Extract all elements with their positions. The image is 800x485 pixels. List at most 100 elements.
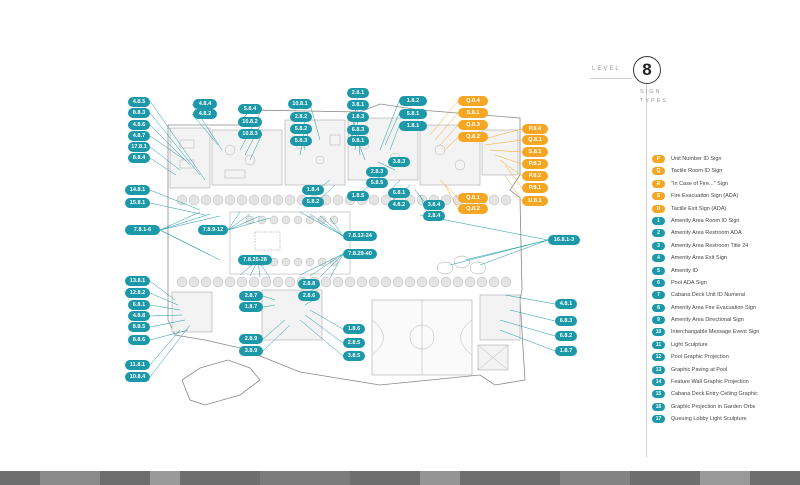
callout-label: 16.8.1-3: [548, 235, 580, 245]
callout-label: 10.8.4: [125, 372, 150, 382]
legend-item: 11 Light Sculpture: [652, 339, 792, 351]
legend-text: Fire Evacuation Sign (ADA): [671, 193, 739, 200]
legend-text: Unit Number ID Sign: [671, 156, 722, 162]
callout-label: 14.8.1: [125, 185, 150, 195]
legend-text: Amenity Area Restroom ADA: [671, 230, 742, 237]
legend-text: Light Sculpture: [671, 341, 708, 348]
callout-label: 5.8.2: [290, 124, 312, 134]
callout-label: 2.8.5: [343, 338, 365, 348]
legend-badge: 12: [652, 353, 665, 362]
legend-item: 4 Amenity Area Exit Sign: [652, 252, 792, 264]
sign-types-title: SIGN TYPES: [640, 89, 669, 104]
callout-label: 15.8.1: [125, 198, 150, 208]
callout-label: 6.8.2: [555, 331, 577, 341]
legend-text: Feature Wall Graphic Projection: [671, 379, 749, 386]
callout-label: 12.8.2: [125, 288, 150, 298]
footer-segment: [700, 471, 750, 485]
callout-label: 2.8.1: [347, 88, 369, 98]
callout-label: 3.8.9: [239, 346, 263, 356]
legend-text: Tactile Exit Sign (ADA): [671, 205, 727, 212]
callout-label: 8.8.6: [128, 335, 150, 345]
callout-label: P.8.2: [522, 171, 548, 181]
legend-item: 2 Amenity Area Restroom ADA: [652, 227, 792, 239]
legend-badge: U: [652, 204, 665, 213]
callout-label: 7.8.25-28: [238, 255, 272, 265]
legend-badge: 10: [652, 328, 665, 337]
legend-item: R"In Case of Fire..." Sign: [652, 178, 792, 190]
legend-badge: 14: [652, 378, 665, 387]
callout-label: 1.8.6: [343, 324, 365, 334]
upper-rooms: [169, 117, 519, 189]
callout-label: 5.8.5: [366, 178, 388, 188]
callout-label: Q.8.2: [458, 132, 488, 142]
header-rule: [590, 78, 632, 79]
legend-badge: Q: [652, 167, 665, 176]
callout-label: Q.8.1: [522, 135, 548, 145]
legend-badge: 17: [652, 415, 665, 424]
leader-lines-orange: [429, 100, 523, 210]
legend-item: 10 Interchangable Message Event Sign: [652, 326, 792, 338]
legend-badge: 2: [652, 229, 665, 238]
callout-label: 4.8.1: [555, 299, 577, 309]
callout-label: S.8.1: [458, 108, 488, 118]
legend-text: Amenity Area Directional Sign: [671, 317, 744, 324]
legend-divider: [646, 82, 647, 457]
callout-label: P.8.3: [522, 159, 548, 169]
callout-label: 7.8.13-24: [343, 231, 377, 241]
callout-label: 8.8.3: [128, 108, 150, 118]
legend-badge: 3: [652, 241, 665, 250]
level-number-badge: 8: [633, 56, 661, 84]
callout-label: 4.8.4: [193, 99, 217, 109]
callout-label: 8.8.5: [128, 322, 150, 332]
legend-text: Cabana Deck Unit ID Numeral: [671, 292, 745, 299]
legend-text: Interchangable Message Event Sign: [671, 329, 760, 336]
legend-text: Amenity Area Exit Sign: [671, 255, 727, 262]
callout-label: 7.8.1-6: [125, 225, 160, 235]
legend-badge: S: [652, 192, 665, 201]
legend-badge: 4: [652, 254, 665, 263]
legend-text: Amenity Area Fire Evacuation Sign: [671, 304, 756, 311]
callout-label: 1.8.1: [399, 121, 427, 131]
pool-lines: [371, 300, 509, 375]
callout-label: 4.8.8: [128, 311, 150, 321]
footer-segment: [260, 471, 350, 485]
callout-label: Q.8.3: [458, 120, 488, 130]
legend-text: Graphic Paving at Pool: [671, 366, 728, 373]
callout-label: 2.8.7: [239, 291, 263, 301]
callout-label: 6.8.3: [347, 125, 369, 135]
callout-label: 2.8.3: [366, 167, 388, 177]
callout-label: 7.8.29-40: [343, 249, 377, 259]
callout-label: 1.8.3: [347, 112, 369, 122]
legend-text: Pool ADA Sign: [671, 279, 707, 286]
callout-label: 3.8.3: [388, 157, 410, 167]
callout-label: 2.8.4: [423, 211, 445, 221]
legend-text: Cabana Deck Entry Ceiling Graphic: [671, 391, 758, 398]
footer-segment: [560, 471, 630, 485]
callout-label: 11.8.1: [125, 360, 150, 370]
callout-label: 2.8.9: [239, 334, 263, 344]
callout-label: 8.8.4: [128, 153, 150, 163]
callout-label: Q.8.4: [458, 96, 488, 106]
callout-label: 4.8.7: [128, 131, 150, 141]
callout-label: 2.8.2: [290, 112, 312, 122]
callout-label: U.8.1: [522, 196, 548, 206]
callout-label: P.8.1: [522, 183, 548, 193]
callout-label: 10.8.2: [238, 117, 262, 127]
callout-label: 3.8.4: [423, 200, 445, 210]
callout-label: 6.8.3: [555, 316, 577, 326]
legend-badge: 11: [652, 340, 665, 349]
central-deck: [229, 211, 487, 275]
legend-item: S Fire Evacuation Sign (ADA): [652, 190, 792, 202]
callout-label: 10.8.1: [288, 99, 312, 109]
